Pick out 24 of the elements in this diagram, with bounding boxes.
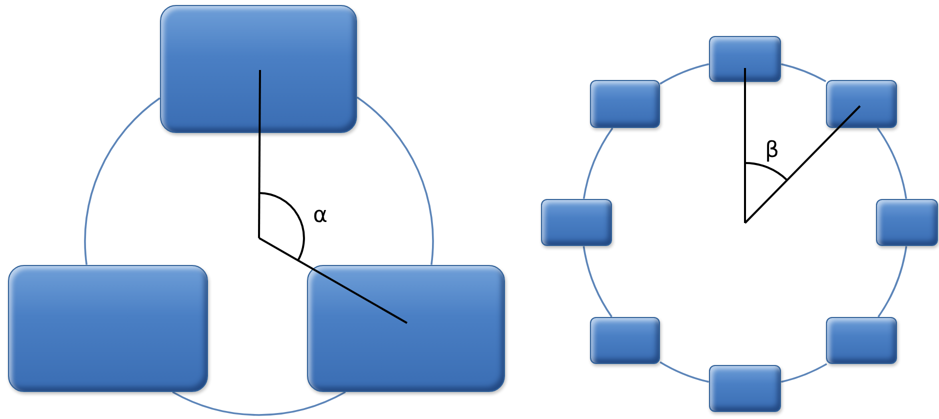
- circle-arc: [780, 363, 828, 383]
- circle-arc: [878, 246, 908, 318]
- rounded-box: [709, 365, 781, 412]
- rounded-box: [541, 199, 612, 246]
- circle-arc: [582, 128, 614, 199]
- angle-label: α: [313, 205, 328, 227]
- circle-arc: [780, 63, 826, 82]
- rounded-box: [876, 199, 938, 246]
- rounded-box: [307, 265, 505, 392]
- circle-arc: [582, 246, 612, 318]
- circle-arc: [876, 128, 908, 199]
- rounded-box: [160, 5, 357, 133]
- rounded-box: [826, 80, 897, 128]
- circle-arc: [660, 361, 710, 383]
- rounded-box: [590, 80, 660, 128]
- circle-arc: [84, 97, 160, 265]
- rounded-box: [590, 317, 660, 364]
- rounded-box: [709, 36, 781, 82]
- circle-arc: [660, 63, 710, 85]
- circle-arc: [172, 391, 346, 416]
- circle-arc: [356, 96, 434, 265]
- angle-label: β: [765, 140, 780, 162]
- rounded-box: [8, 265, 208, 392]
- rounded-box: [826, 317, 897, 364]
